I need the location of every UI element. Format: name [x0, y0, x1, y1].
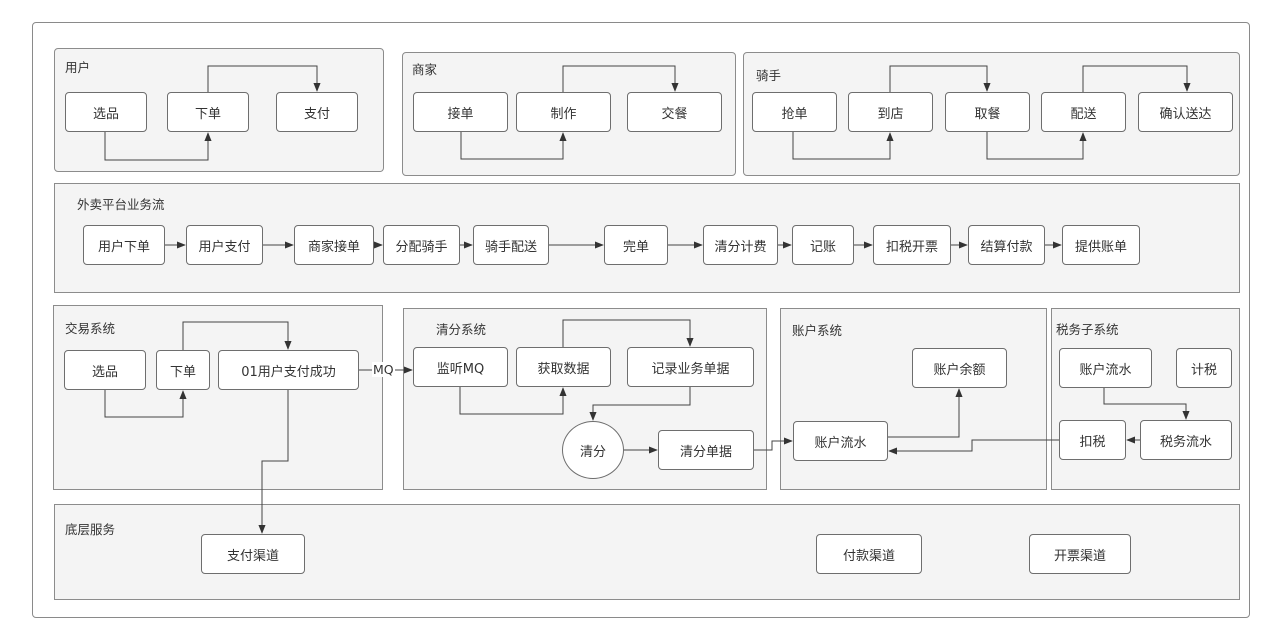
node-merchant-make[interactable]: 制作: [516, 92, 611, 132]
node-user-select[interactable]: 选品: [65, 92, 147, 132]
group-clearing-system-label: 清分系统: [436, 322, 487, 337]
group-merchant-label: 商家: [412, 62, 438, 77]
group-rider-label: 骑手: [756, 68, 782, 83]
flow-step-complete[interactable]: 完单: [604, 225, 668, 265]
node-user-order[interactable]: 下单: [167, 92, 249, 132]
tax-node-calc-tax[interactable]: 计税: [1176, 348, 1232, 388]
flow-step-provide-bill[interactable]: 提供账单: [1062, 225, 1140, 265]
node-rider-confirm[interactable]: 确认送达: [1138, 92, 1233, 132]
node-user-pay[interactable]: 支付: [276, 92, 358, 132]
node-rider-grab[interactable]: 抢单: [752, 92, 837, 132]
group-tax-subsystem-label: 税务子系统: [1056, 322, 1119, 337]
group-user-label: 用户: [65, 60, 91, 75]
account-node-ledger[interactable]: 账户流水: [793, 421, 888, 461]
base-node-payout-channel[interactable]: 付款渠道: [816, 534, 922, 574]
tax-node-deduct-tax[interactable]: 扣税: [1059, 420, 1126, 460]
flow-step-rider-deliver[interactable]: 骑手配送: [473, 225, 549, 265]
flow-step-merchant-accept[interactable]: 商家接单: [294, 225, 374, 265]
group-account-system: 账户系统: [780, 308, 1047, 490]
mq-edge-label: MQ: [372, 362, 395, 377]
flow-step-user-order[interactable]: 用户下单: [83, 225, 165, 265]
node-merchant-accept[interactable]: 接单: [413, 92, 508, 132]
base-node-payment-channel[interactable]: 支付渠道: [201, 534, 305, 574]
tax-node-account-ledger[interactable]: 账户流水: [1059, 348, 1152, 388]
tax-node-tax-ledger[interactable]: 税务流水: [1140, 420, 1232, 460]
node-merchant-handover[interactable]: 交餐: [627, 92, 722, 132]
flow-step-bookkeeping[interactable]: 记账: [792, 225, 854, 265]
clearing-node-clear[interactable]: 清分: [562, 421, 624, 479]
trade-node-payment-success[interactable]: 01用户支付成功: [218, 350, 359, 390]
account-node-balance[interactable]: 账户余额: [912, 348, 1007, 388]
base-node-invoice-channel[interactable]: 开票渠道: [1029, 534, 1131, 574]
clearing-node-record-bill[interactable]: 记录业务单据: [627, 347, 754, 387]
group-account-system-label: 账户系统: [792, 323, 843, 338]
node-rider-arrive[interactable]: 到店: [848, 92, 933, 132]
clearing-node-fetch-data[interactable]: 获取数据: [516, 347, 611, 387]
group-trade-system: 交易系统: [53, 305, 383, 490]
node-rider-deliver[interactable]: 配送: [1041, 92, 1126, 132]
group-trade-system-label: 交易系统: [65, 321, 116, 336]
group-platform-flow-label: 外卖平台业务流: [77, 197, 165, 212]
clearing-node-clearing-bill[interactable]: 清分单据: [658, 430, 754, 470]
clearing-node-listen-mq[interactable]: 监听MQ: [413, 347, 508, 387]
trade-node-order[interactable]: 下单: [156, 350, 210, 390]
flow-step-settle-pay[interactable]: 结算付款: [968, 225, 1045, 265]
flow-step-assign-rider[interactable]: 分配骑手: [383, 225, 460, 265]
trade-node-select[interactable]: 选品: [64, 350, 146, 390]
node-rider-pickup[interactable]: 取餐: [945, 92, 1030, 132]
flow-step-user-pay[interactable]: 用户支付: [186, 225, 263, 265]
flow-step-clearing-fee[interactable]: 清分计费: [703, 225, 778, 265]
flow-step-tax-invoice[interactable]: 扣税开票: [873, 225, 951, 265]
group-base-services-label: 底层服务: [65, 522, 116, 537]
group-tax-subsystem: 税务子系统: [1051, 308, 1240, 490]
